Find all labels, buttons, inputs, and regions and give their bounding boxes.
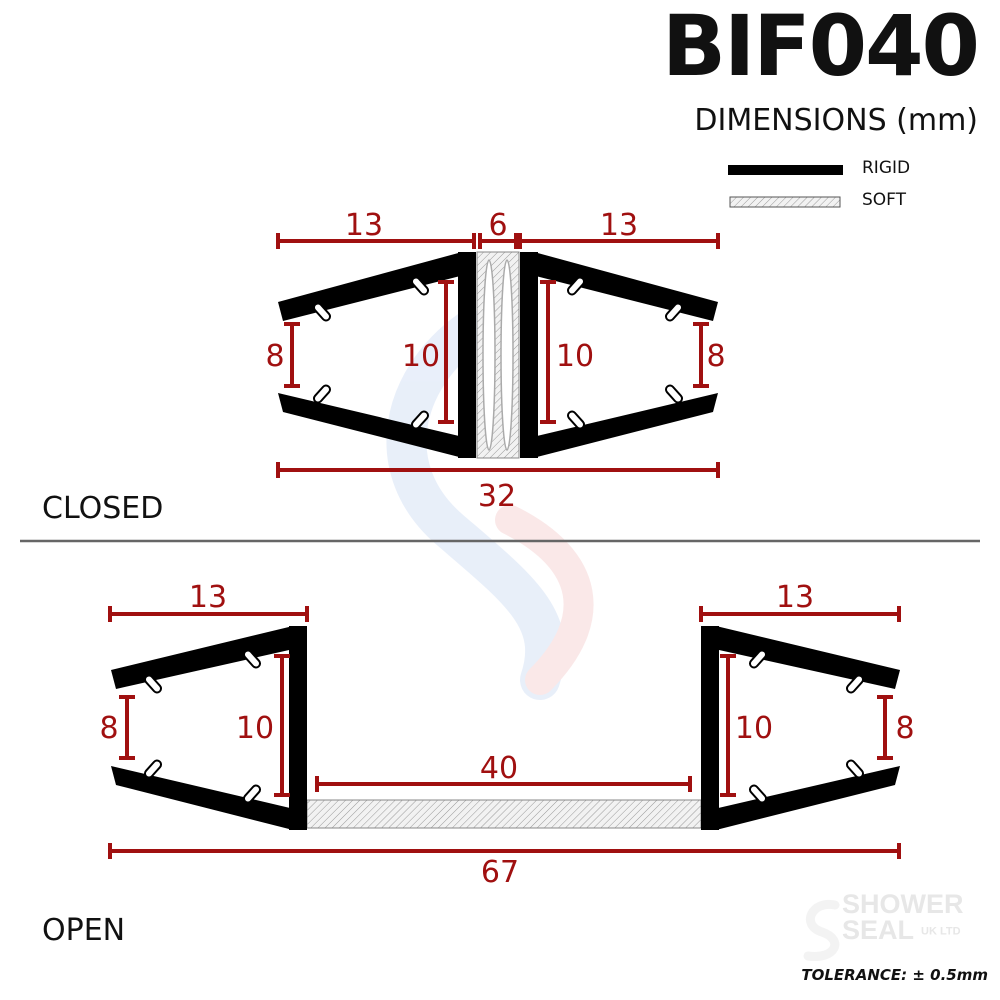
open-left-width-label: 13: [189, 580, 227, 615]
open-right-outer-height-label: 8: [895, 711, 914, 746]
legend-rigid-label: RIGID: [862, 158, 911, 178]
closed-view: 13 6 13 8 10 10 8 32: [265, 208, 725, 514]
closed-right-rigid-profile: [520, 252, 718, 458]
watermark-swirl: [386, 310, 594, 700]
legend-rigid-swatch: [728, 165, 843, 175]
open-state-label: OPEN: [42, 913, 126, 948]
closed-left-inner-height-label: 10: [402, 339, 440, 374]
closed-right-inner-height-label: 10: [556, 339, 594, 374]
open-left-rigid-profile: [111, 626, 307, 830]
closed-left-rigid-profile: [278, 252, 476, 458]
closed-left-outer-height-label: 8: [265, 339, 284, 374]
dimensions-subtitle: DIMENSIONS (mm): [694, 103, 978, 138]
closed-state-label: CLOSED: [42, 491, 164, 526]
open-soft-seal-strip: [306, 799, 702, 829]
closed-dimension-lines: [276, 233, 720, 478]
open-right-width-label: 13: [776, 580, 814, 615]
closed-right-width-label: 13: [600, 208, 638, 243]
product-code-title: BIF040: [661, 0, 980, 95]
open-dimension-lines: [108, 606, 901, 859]
closed-middle-width-label: 6: [488, 208, 507, 243]
open-total-width-label: 67: [481, 855, 519, 890]
closed-left-width-label: 13: [345, 208, 383, 243]
watermark-logo-text: SHOWER SEAL UK LTD: [842, 889, 964, 945]
closed-soft-bulb-left: [482, 259, 496, 451]
open-view: 13 13 8 10 10 8 40 67: [99, 580, 914, 890]
tolerance-note: TOLERANCE: ± 0.5mm: [801, 966, 988, 984]
closed-soft-bulb-right: [500, 259, 514, 451]
watermark-s-mark: [803, 899, 840, 961]
closed-right-outer-height-label: 8: [706, 339, 725, 374]
open-right-rigid-profile: [701, 626, 900, 830]
open-left-outer-height-label: 8: [99, 711, 118, 746]
legend-soft-swatch: [729, 196, 841, 208]
closed-total-width-label: 32: [478, 479, 516, 514]
legend-soft-label: SOFT: [862, 190, 907, 210]
open-left-inner-height-label: 10: [236, 711, 274, 746]
open-right-inner-height-label: 10: [735, 711, 773, 746]
open-soft-width-label: 40: [480, 751, 518, 786]
